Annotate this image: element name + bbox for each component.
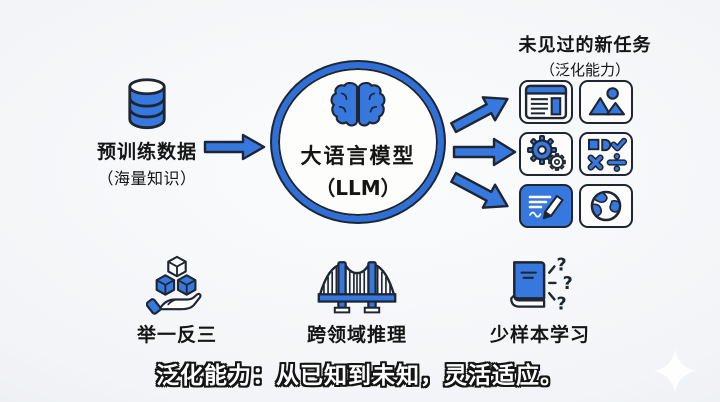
hand-cubes-icon <box>107 248 247 316</box>
math-symbols-icon <box>579 132 633 176</box>
new-tasks-title: 未见过的新任务 <box>518 35 652 56</box>
new-tasks-header: 未见过的新任务 （泛化能力） <box>492 31 678 80</box>
bridge-icon <box>287 248 427 316</box>
capability-item-infer: 举一反三 <box>107 248 247 347</box>
llm-model-node: 大语言模型 （LLM） <box>272 62 444 222</box>
gears-icon <box>519 132 573 176</box>
arrow-data-to-model-icon <box>203 132 267 166</box>
database-icon <box>88 76 206 132</box>
image-icon <box>579 80 633 124</box>
task-icon-grid <box>519 80 633 228</box>
pretraining-label: 预训练数据 <box>96 141 197 163</box>
globe-icon <box>579 184 633 228</box>
svg-text:?: ? <box>563 274 573 294</box>
pretraining-data-group: 预训练数据 （海量知识） <box>88 76 206 189</box>
book-question-icon: ? ? ? <box>470 248 610 316</box>
sparkle-icon <box>652 348 698 398</box>
pretraining-sublabel: （海量知识） <box>97 169 197 188</box>
arrow-model-to-tasks-top-icon <box>444 83 517 142</box>
arrow-model-to-tasks-bottom-icon <box>444 162 517 221</box>
capability-label: 跨领域推理 <box>306 324 407 346</box>
llm-label: 大语言模型 <box>300 143 416 168</box>
capability-item-few-shot: ? ? ? 少样本学习 <box>470 248 610 347</box>
capability-label: 举一反三 <box>136 324 217 346</box>
capability-label: 少样本学习 <box>489 324 590 346</box>
webpage-icon <box>519 80 573 124</box>
llm-sublabel: （LLM） <box>315 175 401 200</box>
svg-text:?: ? <box>556 256 566 276</box>
caption-subtitle: 泛化能力：从已知到未知，灵活适应。 <box>156 363 564 389</box>
svg-text:?: ? <box>556 295 566 315</box>
writing-icon <box>519 184 573 228</box>
new-tasks-subtitle: （泛化能力） <box>539 61 630 79</box>
brain-icon <box>330 80 386 134</box>
arrow-model-to-tasks-middle-icon <box>452 136 518 168</box>
capability-item-cross-domain: 跨领域推理 <box>287 248 427 347</box>
